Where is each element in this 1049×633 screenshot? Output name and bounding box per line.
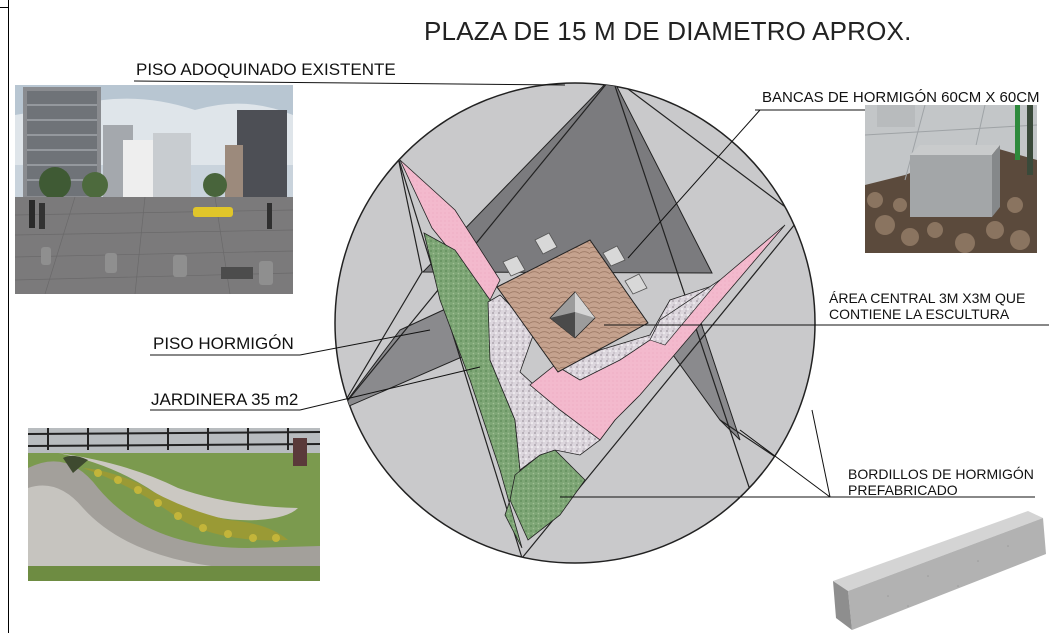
bench-2 [534,232,558,255]
leader-piso-hormigon-diag [299,329,431,356]
bench-1 [502,255,526,277]
leader-piso-adoquinado [133,80,566,86]
leader-bordillos-2 [739,429,831,498]
label-bancas: BANCAS DE HORMIGÓN 60CM X 60CM [762,89,1040,106]
label-bordillos-1: BORDILLOS DE HORMIGÓN [848,466,1034,482]
star-line-2 [339,156,423,411]
sculpture-shade [550,312,575,338]
star-line-5 [397,156,523,559]
label-piso-hormigon: PISO HORMIGÓN [153,334,294,353]
frame-left-line [8,0,9,633]
photo-existing-paving [15,85,293,294]
leader-jardinera-diag [299,366,481,411]
bench-3 [602,245,626,267]
gravel-tongue-right [649,279,721,346]
label-bordillos-2: PREFABRICADO [848,482,958,498]
page-title: PLAZA DE 15 M DE DIAMETRO APROX. [424,16,912,46]
label-area-central-1: ÁREA CENTRAL 3M X3M QUE [829,290,1026,306]
label-jardinera: JARDINERA 35 m2 [151,390,299,409]
photo-concrete-curb [828,506,1049,633]
label-area-central-2: CONTIENE LA ESCULTURA [829,306,1010,322]
photo-concrete-benches [865,105,1037,253]
leader-bancas [627,109,761,259]
star-line-3 [611,83,751,491]
star-line-1 [611,83,801,219]
sculpture-light [575,292,595,318]
leader-bordillos-1 [811,409,831,498]
frame-top-line [0,7,9,8]
pink-strip-left [399,159,501,301]
bench-4 [624,273,648,295]
photo-garden-jardinera [28,428,320,581]
label-piso-adoquinado: PISO ADOQUINADO EXISTENTE [136,60,396,79]
